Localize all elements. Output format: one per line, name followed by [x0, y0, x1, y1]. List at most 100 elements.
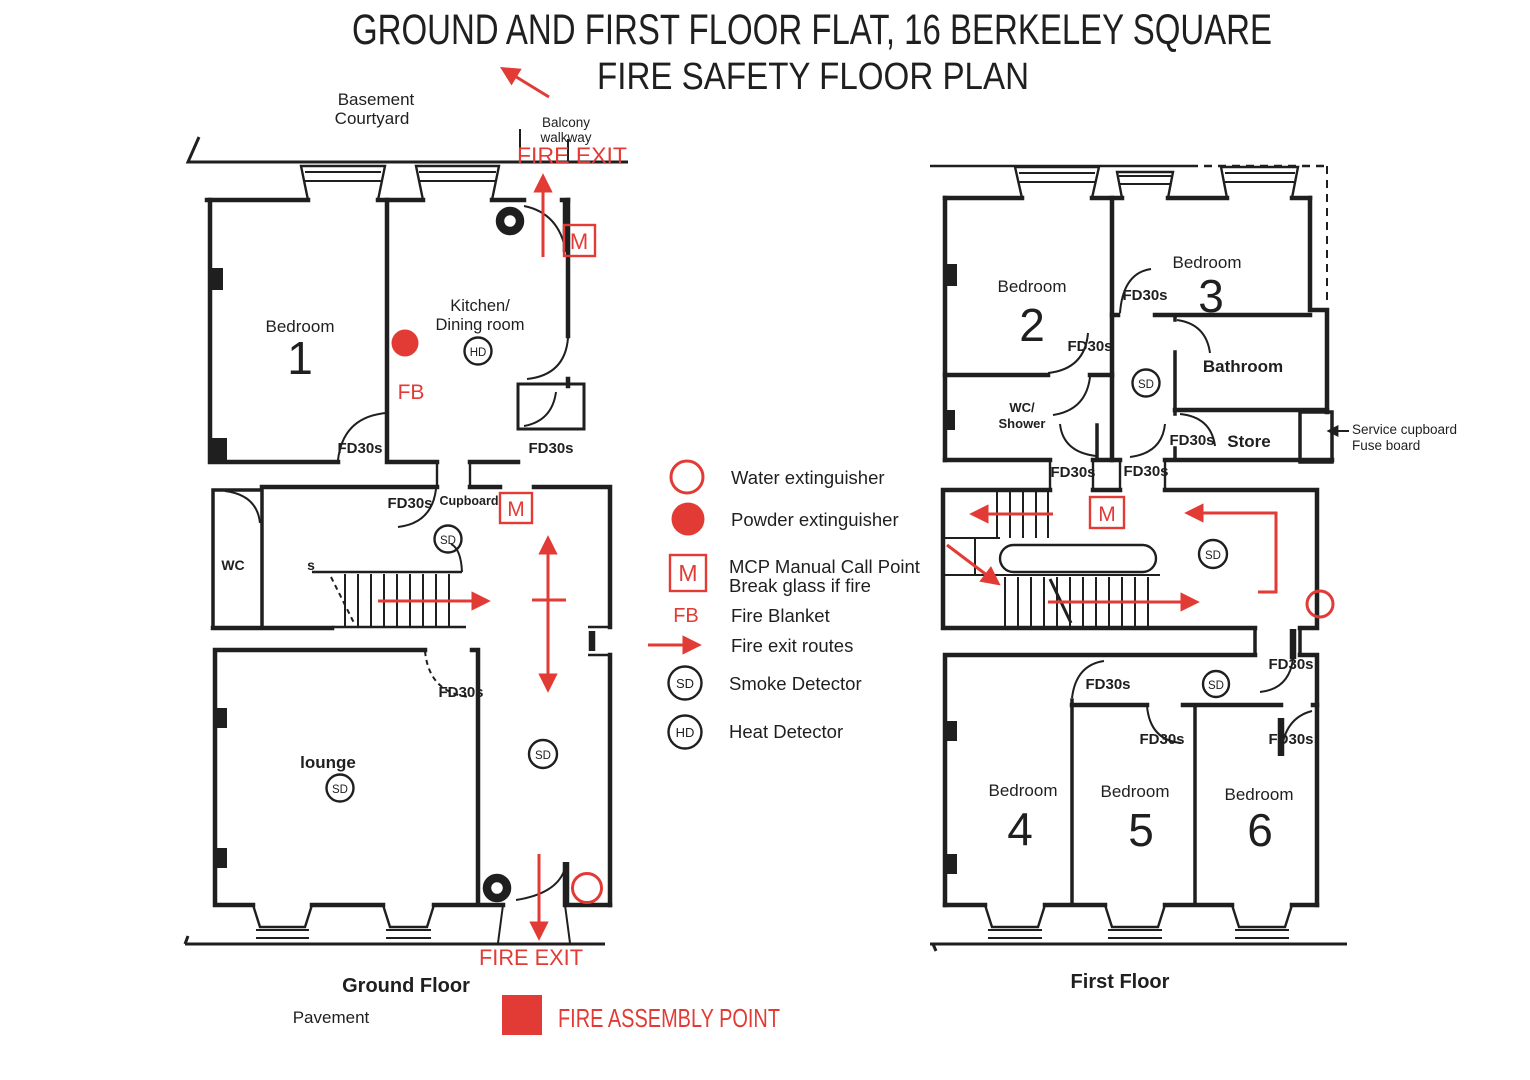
fire-assembly-point-label: FIRE ASSEMBLY POINT [558, 1003, 780, 1033]
room-number-bedroom5: 5 [1128, 804, 1154, 856]
legend: Water extinguisher Powder extinguisher M… [648, 459, 920, 750]
floor-caption: Ground Floor [342, 975, 470, 997]
legend-powder-label: Powder extinguisher [731, 509, 899, 530]
courtyard-label: Courtyard [335, 109, 410, 128]
water-extinguisher-icon [669, 459, 705, 495]
heat-detector-label: HD [470, 347, 487, 359]
room-label-bedroom4: Bedroom [989, 781, 1058, 800]
ground-floor-detectors: HD SD SD SD [325, 206, 559, 903]
smoke-detector-label: SD [676, 676, 694, 691]
exit-route-arrow [500, 66, 550, 99]
ground-floor-plan: M M FB FIRE EXIT FIRE EXIT HD SD SD SD B… [183, 90, 628, 1027]
fire-door-label: FD30s [1268, 656, 1313, 673]
room-label-bedroom2: Bedroom [998, 277, 1067, 296]
powder-extinguisher-icon [391, 329, 419, 357]
first-floor-windows [983, 165, 1300, 939]
water-extinguisher-icon [571, 872, 603, 904]
balcony-label: walkway [539, 130, 591, 145]
ground-floor-walls [204, 197, 613, 908]
first-floor-detectors: SD SD SD [1131, 368, 1231, 699]
fire-exit-label: FIRE EXIT [479, 945, 583, 970]
fire-door-label: FD30s [1050, 464, 1095, 481]
room-label-bedroom6: Bedroom [1225, 785, 1294, 804]
courtyard-edge [185, 136, 628, 164]
first-floor-doors [1047, 268, 1313, 756]
smoke-detector-icon [1201, 669, 1231, 699]
smoke-detector-label: SD [1208, 680, 1224, 692]
mcp-label: M [507, 498, 525, 521]
room-label-wc-shower: WC/ [1009, 400, 1035, 415]
room-number-bedroom6: 6 [1247, 804, 1273, 856]
room-label-kitchen: Kitchen/ [450, 297, 510, 315]
fire-blanket-label: FB [398, 381, 425, 404]
first-floor-plan: M SD SD SD Bedroom 2 Bedroom 3 FD30s FD3… [930, 164, 1457, 993]
mcp-label: M [570, 229, 588, 254]
cupboard-walls [516, 382, 586, 431]
room-label-bedroom5: Bedroom [1101, 782, 1170, 801]
smoke-detector-icon [667, 665, 703, 701]
fire-door-label: FD30s [1169, 432, 1214, 449]
fire-door-label: FD30s [528, 440, 573, 457]
smoke-detector-label: SD [332, 784, 348, 796]
water-extinguisher-icon [1305, 589, 1335, 619]
fire-exit-label: FIRE EXIT [517, 143, 627, 168]
service-cupboard-label: Fuse board [1352, 438, 1420, 453]
fire-route-arrow [1184, 503, 1278, 594]
pavement-line [930, 942, 1347, 952]
first-floor-fire-annotations: M [946, 495, 1335, 619]
fire-door-label: FD30s [1122, 287, 1167, 304]
page-subtitle: FIRE SAFETY FLOOR PLAN [597, 56, 1029, 98]
courtyard-label: Basement [338, 90, 415, 109]
room-label-lounge: lounge [300, 753, 356, 772]
stairs-label: s [307, 557, 315, 573]
ground-floor-stairs [312, 543, 466, 629]
door-closer-icon [495, 206, 525, 236]
ground-floor-windows [251, 164, 571, 944]
room-label-store: Store [1227, 432, 1270, 451]
balcony-label: Balcony [542, 115, 590, 130]
legend-smoke-label: Smoke Detector [729, 673, 862, 694]
room-label-wc: WC [221, 557, 244, 573]
page-title: GROUND AND FIRST FLOOR FLAT, 16 BERKELEY… [352, 6, 1272, 54]
smoke-detector-icon [433, 524, 463, 554]
pavement-line [183, 935, 605, 946]
room-label-bedroom3: Bedroom [1173, 253, 1242, 272]
fire-door-label: FD30s [438, 684, 483, 701]
heat-detector-label: HD [676, 725, 695, 740]
cupboard-label: Cupboard [439, 494, 498, 508]
floor-caption: First Floor [1071, 971, 1170, 993]
mcp-label: M [678, 560, 697, 586]
legend-mcp-label: Break glass if fire [729, 575, 871, 596]
ground-floor-doors [224, 200, 570, 903]
smoke-detector-label: SD [1138, 379, 1154, 391]
room-label-bathroom: Bathroom [1203, 357, 1283, 376]
chimney-notches [210, 268, 227, 868]
mcp-icon [498, 491, 534, 525]
room-number-bedroom1: 1 [287, 332, 313, 384]
fire-door-label: FD30s [337, 440, 382, 457]
balcony-divider [519, 129, 569, 162]
fire-door-label: FD30s [1085, 676, 1130, 693]
smoke-detector-label: SD [535, 750, 551, 762]
door-closer-icon [482, 873, 512, 903]
first-floor-stairs [943, 492, 1160, 626]
legend-mcp-label: MCP Manual Call Point [729, 556, 920, 577]
fire-assembly-point-icon [502, 995, 542, 1035]
legend-heat-label: Heat Detector [729, 721, 843, 742]
pavement-label: Pavement [293, 1008, 370, 1027]
mcp-icon [562, 223, 597, 258]
title-block: GROUND AND FIRST FLOOR FLAT, 16 BERKELEY… [352, 6, 1272, 99]
fire-door-label: FD30s [387, 495, 432, 512]
heat-detector-icon [463, 336, 493, 366]
first-floor-walls [940, 195, 1335, 908]
legend-water-label: Water extinguisher [731, 467, 885, 488]
chimney-notches [945, 264, 957, 874]
mcp-icon [668, 553, 708, 593]
fire-door-label: FD30s [1139, 731, 1184, 748]
assembly-point-block: FIRE ASSEMBLY POINT [502, 995, 780, 1035]
room-label-bedroom1: Bedroom [266, 317, 335, 336]
fire-door-label: FD30s [1123, 463, 1168, 480]
fire-door-label: FD30s [1067, 338, 1112, 355]
room-label-wc-shower: Shower [999, 416, 1046, 431]
